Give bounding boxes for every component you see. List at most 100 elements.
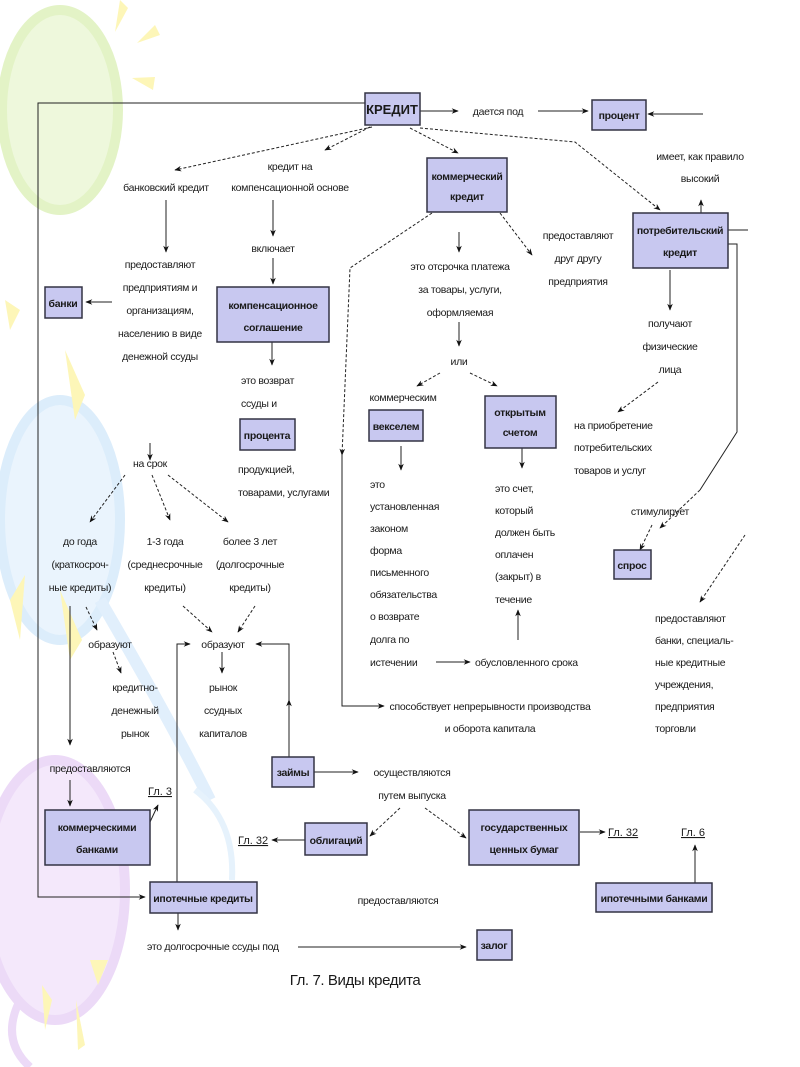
label-rynok-ssudnyh: рынок	[209, 682, 238, 694]
label-poluchayut: физические	[642, 341, 698, 353]
label-line: предприятия	[655, 701, 714, 713]
label-sposobstvuet: и оборота капитала	[445, 723, 536, 735]
label-otsrochka: за товары, услуги,	[418, 284, 502, 296]
label-imeet-vysokiy: высокий	[681, 173, 720, 185]
purple-balloon-string-icon	[8, 998, 33, 1067]
label-line: оплачен	[495, 549, 534, 561]
edge-kredit-ipotechnye	[37, 102, 365, 900]
label-osushchestvlyayutsya: осуществляются	[374, 767, 451, 779]
edge-obrazuyut-kdr	[112, 651, 122, 674]
yellow-ray-icon	[76, 1000, 85, 1050]
ref-gl32-right[interactable]: Гл. 32	[608, 827, 638, 839]
label-bolee-3-let: (долгосрочные	[216, 559, 285, 571]
label-do-goda: до года	[63, 536, 97, 548]
label-kommercheskim: коммерческим	[369, 392, 436, 404]
yellow-ray-icon	[42, 985, 52, 1030]
edge-kredit-potreb	[419, 127, 661, 211]
label-line: организациям,	[126, 305, 193, 317]
box-label: потребительский	[637, 225, 723, 237]
label-line: должен быть	[495, 527, 556, 539]
box-otkrytym-schetom: открытым счетом	[484, 395, 557, 449]
edge-lica-priobretenie	[617, 381, 659, 413]
edge-komm-left	[339, 212, 433, 456]
box-kommercheskiy-kredit: коммерческий кредит	[426, 157, 508, 213]
edge-zaymy-obrazuyut	[255, 641, 290, 757]
ref-gl6[interactable]: Гл. 6	[681, 827, 705, 839]
diagram-labels: дается под имеет, как правило высокий ба…	[49, 106, 745, 953]
green-balloon-icon	[0, 5, 123, 215]
edge-kombanki-gl3	[149, 804, 159, 823]
label-line: это	[370, 479, 385, 491]
yellow-ray-icon	[90, 960, 108, 985]
box-kredit: КРЕДИТ	[364, 92, 421, 126]
edge-komm-drug	[499, 212, 533, 256]
yellow-ray-icon	[115, 0, 128, 32]
label-1-3-goda: (среднесрочные	[127, 559, 203, 571]
yellow-ray-icon	[137, 25, 160, 43]
background-decoration	[0, 0, 236, 1067]
label-obrazuyut-1: образуют	[88, 639, 132, 651]
box-label: открытым	[494, 407, 546, 419]
ref-gl3[interactable]: Гл. 3	[148, 786, 172, 798]
label-bolee-3-let: кредиты)	[229, 582, 271, 594]
edge-potreb-right-2	[699, 243, 738, 491]
box-label: кредит	[663, 247, 697, 259]
yellow-ray-icon	[5, 300, 20, 330]
label-do-goda: ные кредиты)	[49, 582, 111, 594]
edge-dogoda-obrazuyut	[85, 606, 98, 631]
edge-srok-bolee3	[167, 474, 229, 523]
label-vozvrat-ssudy: это возврат	[241, 375, 295, 387]
box-label: банками	[76, 844, 118, 856]
label-stimuliruet: стимулирует	[631, 506, 690, 518]
box-ipotechnye-kredity: ипотечные кредиты	[149, 881, 258, 914]
edge-to-stimuliruet	[659, 489, 701, 529]
label-kredit-na-komp: компенсационной основе	[231, 182, 349, 194]
purple-balloon-icon	[0, 755, 130, 1025]
label-ili: или	[451, 356, 468, 368]
box-obligaciy: облигаций	[304, 822, 368, 856]
label-predostavlyayut-drug: друг другу	[554, 253, 602, 265]
label-line: денежной ссуды	[122, 351, 198, 363]
ref-gl32-left[interactable]: Гл. 32	[238, 835, 268, 847]
label-predostavlyayut-drug: предприятия	[548, 276, 607, 288]
label-line: предприятиям и	[123, 282, 198, 294]
box-label: процента	[244, 430, 291, 442]
figure-caption: Гл. 7. Виды кредита	[290, 972, 422, 989]
label-kreditno-denezhnyy: рынок	[121, 728, 150, 740]
label-produkciey: товарами, услугами	[238, 487, 330, 499]
box-gos-cennye-bumagi: государственных ценных бумаг	[468, 809, 580, 866]
edge-osushch-oblig	[369, 807, 401, 837]
box-banki: банки	[44, 286, 83, 319]
edge-bolee3-obrazuyut	[237, 605, 256, 633]
edge-srok-1-3	[151, 474, 171, 521]
label-line: о возврате	[370, 611, 420, 623]
label-line: письменного	[370, 567, 429, 579]
yellow-ray-icon	[60, 590, 82, 660]
label-line: установленная	[370, 501, 439, 513]
label-otsrochka: оформляемая	[427, 307, 493, 319]
edge-kredit-bankovskiy	[174, 126, 373, 172]
label-kreditno-denezhnyy: кредитно-	[112, 682, 158, 694]
chapter-refs: Гл. 3 Гл. 32 Гл. 32 Гл. 6	[148, 786, 705, 847]
box-label: соглашение	[243, 322, 303, 334]
label-line: истечении	[370, 657, 418, 669]
box-label: коммерческий	[431, 171, 502, 183]
label-produkciey: продукцией,	[238, 464, 294, 476]
edge-kredit-komp	[324, 126, 371, 151]
blue-balloon-icon	[0, 395, 125, 645]
label-line: учреждения,	[655, 679, 713, 691]
label-vozvrat-ssudy: ссуды и	[241, 398, 277, 410]
box-label: спрос	[617, 560, 647, 572]
label-veksel-desc: это установленная законом форма письменн…	[370, 479, 439, 669]
box-label: процент	[599, 110, 640, 122]
label-obuslovlennogo-sroka: обусловленного срока	[475, 657, 578, 669]
label-bankovskiy-kredit: банковский кредит	[123, 182, 209, 194]
edge-ipotechnye-obrazuyut	[176, 641, 191, 883]
box-label: векселем	[373, 421, 420, 433]
label-line: это счет,	[495, 483, 534, 495]
label-kreditno-denezhnyy: денежный	[111, 705, 159, 717]
box-potrebitelskiy-kredit: потребительский кредит	[632, 212, 729, 269]
diagram-edges	[37, 102, 748, 950]
box-label: ипотечными банками	[601, 893, 708, 905]
label-line: долга по	[370, 634, 410, 646]
